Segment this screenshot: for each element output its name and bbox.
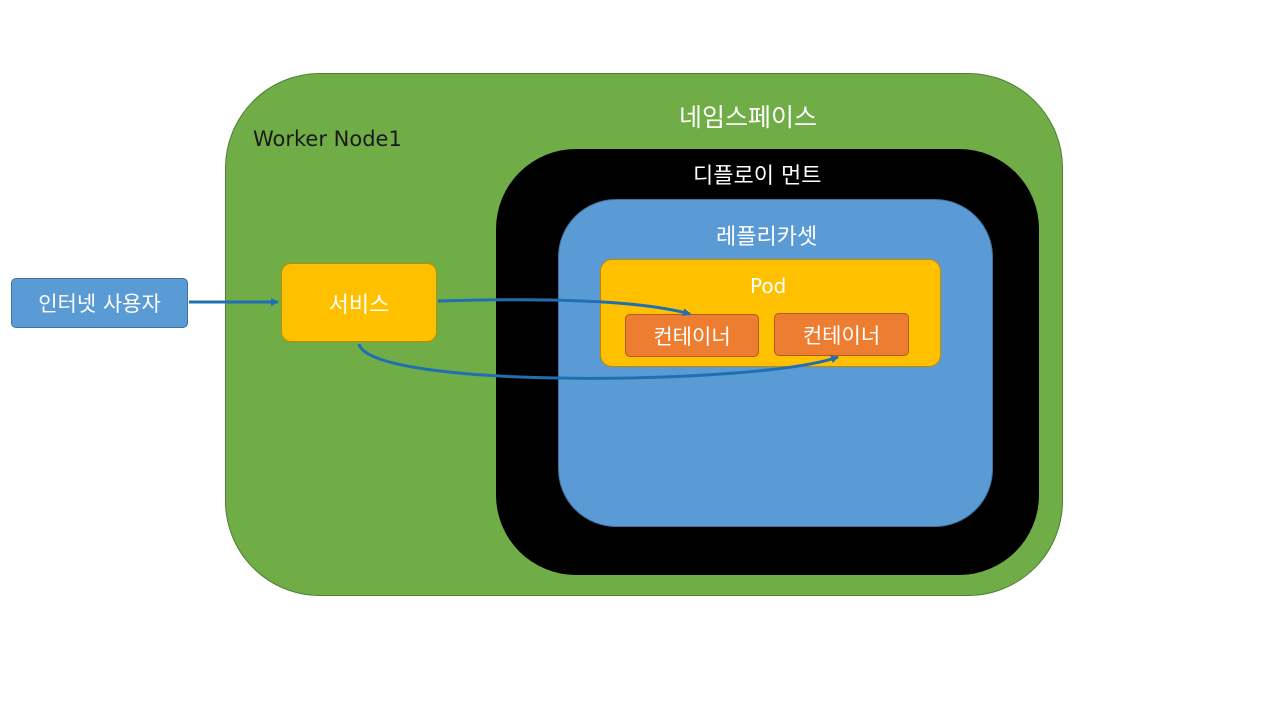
worker-node-label: Worker Node1 — [253, 127, 402, 151]
service-to-container1-arrow — [437, 298, 691, 316]
internet-user-box: 인터넷 사용자 — [11, 278, 188, 328]
service-box: 서비스 — [281, 263, 437, 342]
pod-label: Pod — [750, 274, 787, 298]
container-box-1: 컨테이너 — [625, 314, 759, 357]
namespace-label: 네임스페이스 — [679, 103, 818, 132]
service-to-container2-arrow — [357, 343, 839, 380]
deployment-label: 디플로이 먼트 — [693, 164, 822, 189]
replicaset-label: 레플리카셋 — [716, 225, 818, 250]
container-box-2: 컨테이너 — [774, 313, 909, 356]
